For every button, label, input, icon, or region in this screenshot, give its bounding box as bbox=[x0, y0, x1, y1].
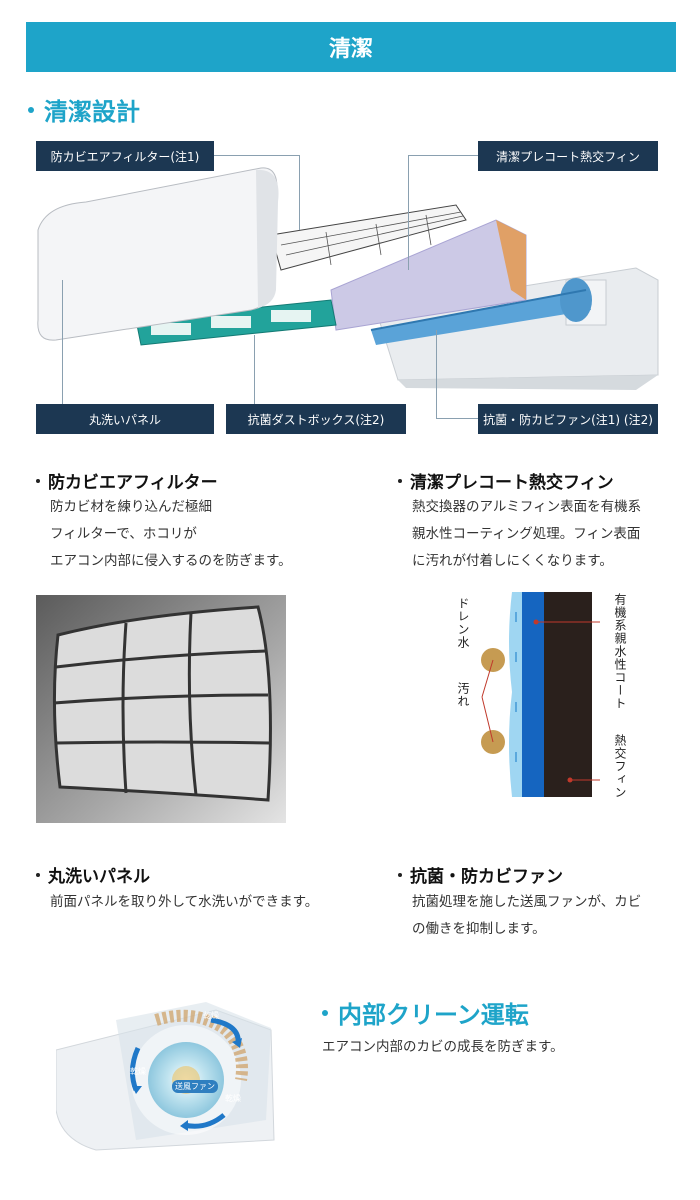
feature-desc-line: の働きを抑制します。 bbox=[412, 921, 546, 937]
heading-bullet bbox=[322, 1009, 328, 1016]
coating-label-dirt: 汚れ bbox=[456, 682, 470, 708]
label-anti-mold-filter: 防カビエアフィルター(注1) bbox=[36, 141, 214, 171]
feature-desc-line: フィルターで、ホコリが bbox=[50, 526, 197, 542]
dust-box bbox=[135, 299, 337, 346]
feature-title-fan: 抗菌・防カビファン bbox=[398, 862, 563, 887]
feature-desc-panel: 前面パネルを取り外して水洗いができます。 bbox=[50, 889, 318, 916]
feature-desc-line: 抗菌処理を施した送風ファンが、カビ bbox=[412, 894, 642, 910]
feature-title-panel: 丸洗いパネル bbox=[36, 862, 150, 887]
front-panel bbox=[37, 167, 279, 341]
coating-label-drain: ドレン水 bbox=[456, 597, 470, 649]
feature-bullet bbox=[36, 478, 40, 483]
feature-title-fan-text: 抗菌・防カビファン bbox=[410, 867, 563, 887]
label-fan-text: 抗菌・防カビファン(注1) (注2) bbox=[483, 412, 653, 427]
fan-badge: 送風ファン bbox=[172, 1080, 218, 1093]
feature-title-filter-text: 防カビエアフィルター bbox=[48, 473, 218, 493]
dry-label-2: 乾燥 bbox=[130, 1067, 146, 1076]
section-heading-clean-text: 内部クリーン運転 bbox=[338, 1001, 529, 1029]
leader-fan-v bbox=[436, 330, 437, 418]
coating-label-fin: 熱交フィン bbox=[613, 734, 627, 799]
feature-desc-filter: 防カビ材を練り込んだ極細 フィルターで、ホコリが エアコン内部に侵入するのを防ぎ… bbox=[50, 494, 292, 575]
feature-desc-line: 前面パネルを取り外して水洗いができます。 bbox=[50, 894, 319, 910]
feature-title-filter: 防カビエアフィルター bbox=[36, 468, 218, 493]
section-header-title: 清潔 bbox=[328, 37, 373, 62]
internal-clean-illustration bbox=[56, 1002, 275, 1151]
feature-bullet bbox=[36, 872, 40, 877]
feature-title-fin-text: 清潔プレコート熱交フィン bbox=[410, 473, 614, 493]
coating-diagram bbox=[481, 592, 600, 797]
leader-panel-v bbox=[62, 280, 63, 404]
filter-photo bbox=[36, 595, 286, 823]
label-fan: 抗菌・防カビファン(注1) (注2) bbox=[478, 404, 658, 434]
label-dust-box-text: 抗菌ダストボックス(注2) bbox=[247, 412, 385, 427]
label-precoat-fin: 清潔プレコート熱交フィン bbox=[478, 141, 658, 171]
label-dust-box: 抗菌ダストボックス(注2) bbox=[226, 404, 406, 434]
feature-bullet bbox=[398, 872, 402, 877]
feature-title-fin: 清潔プレコート熱交フィン bbox=[398, 468, 614, 493]
heading-bullet bbox=[28, 106, 34, 113]
section-heading-design: 清潔設計 bbox=[28, 92, 140, 127]
coating-label-coat: 有機系親水性コート bbox=[613, 593, 627, 710]
aircon-exploded-diagram bbox=[37, 167, 659, 390]
feature-desc-line: エアコン内部に侵入するのを防ぎます。 bbox=[50, 553, 292, 569]
label-anti-mold-filter-text: 防カビエアフィルター(注1) bbox=[50, 149, 200, 164]
feature-title-panel-text: 丸洗いパネル bbox=[48, 867, 150, 887]
feature-desc-line: 親水性コーティング処理。フィン表面 bbox=[412, 526, 641, 542]
cross-flow-fan bbox=[370, 278, 592, 345]
section-header-bar: 清潔 bbox=[26, 22, 676, 72]
leader-filter-h bbox=[214, 155, 300, 156]
leader-filter-v bbox=[299, 155, 300, 230]
leader-dustbox-v bbox=[254, 335, 255, 404]
leader-fin-v bbox=[408, 155, 409, 270]
label-precoat-fin-text: 清潔プレコート熱交フィン bbox=[496, 149, 640, 164]
leader-fan-h bbox=[436, 418, 478, 419]
section-desc-clean: エアコン内部のカビの成長を防ぎます。 bbox=[322, 1034, 564, 1061]
feature-desc-fin: 熱交換器のアルミフィン表面を有機系 親水性コーティング処理。フィン表面 に汚れが… bbox=[412, 494, 641, 575]
feature-desc-line: に汚れが付着しにくくなります。 bbox=[412, 553, 613, 569]
section-heading-clean: 内部クリーン運転 bbox=[322, 995, 529, 1030]
feature-desc-fan: 抗菌処理を施した送風ファンが、カビ の働きを抑制します。 bbox=[412, 889, 641, 943]
section-desc-clean-text: エアコン内部のカビの成長を防ぎます。 bbox=[322, 1039, 564, 1055]
feature-desc-line: 防カビ材を練り込んだ極細 bbox=[50, 499, 212, 515]
air-filter bbox=[270, 204, 467, 271]
heat-exchanger-fin bbox=[330, 219, 527, 331]
feature-desc-line: 熱交換器のアルミフィン表面を有機系 bbox=[412, 499, 642, 515]
leader-fin-h bbox=[408, 155, 478, 156]
dry-label-1: 乾燥 bbox=[203, 1011, 219, 1020]
section-heading-text: 清潔設計 bbox=[44, 98, 140, 126]
feature-bullet bbox=[398, 478, 402, 483]
label-washable-panel: 丸洗いパネル bbox=[36, 404, 214, 434]
dry-label-3: 乾燥 bbox=[225, 1094, 241, 1103]
label-washable-panel-text: 丸洗いパネル bbox=[88, 412, 161, 427]
